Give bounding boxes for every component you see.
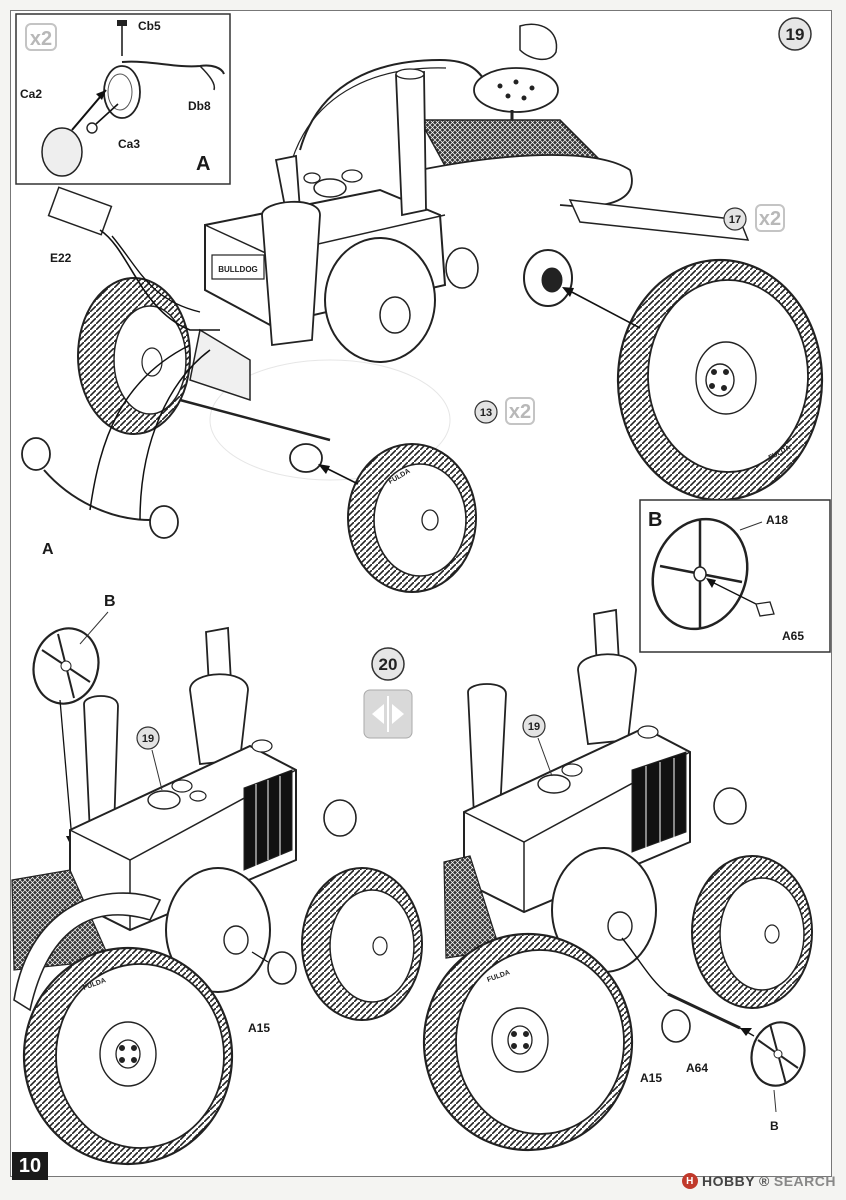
part-label-a15-left: A15 bbox=[248, 1021, 270, 1035]
assembly-label-a: A bbox=[42, 541, 54, 558]
part-label-a15-right: A15 bbox=[640, 1071, 662, 1085]
ref-19-left: 19 bbox=[136, 726, 163, 791]
svg-text:19: 19 bbox=[142, 733, 154, 745]
page-number: 10 bbox=[12, 1152, 48, 1180]
part-label-db8: Db8 bbox=[188, 99, 211, 113]
inset-a-label: A bbox=[196, 153, 210, 175]
part-label-a18: A18 bbox=[766, 513, 788, 527]
rotate-view-icon bbox=[363, 689, 413, 739]
inset-b-label: B bbox=[648, 509, 662, 531]
grille-nameplate: BULLDOG bbox=[218, 265, 258, 274]
inset-b: B A18 A65 bbox=[639, 499, 831, 653]
watermark-brand: HOBBY bbox=[701, 1173, 756, 1189]
part-label-a64: A64 bbox=[686, 1061, 708, 1075]
part-label-ca2: Ca2 bbox=[20, 87, 42, 101]
watermark: H HOBBY ® SEARCH bbox=[681, 1170, 836, 1192]
svg-text:17: 17 bbox=[729, 214, 741, 226]
part-label-ca3: Ca3 bbox=[118, 137, 140, 151]
ref-13: 13 x2 bbox=[474, 397, 535, 425]
left-label-b: B bbox=[104, 593, 116, 610]
tractor-step19: BULLDOG FULDA FUL bbox=[21, 23, 824, 593]
step-19-badge: 19 bbox=[778, 17, 812, 51]
watermark-suffix: SEARCH bbox=[773, 1173, 836, 1189]
front-wheel-x2-badge: x2 bbox=[509, 401, 531, 423]
ref-19-right: 19 bbox=[522, 714, 553, 777]
tractor-step20-right: FULDA bbox=[422, 608, 813, 1152]
inset-a-x2-badge: x2 bbox=[30, 28, 52, 50]
part-label-cb5: Cb5 bbox=[138, 19, 161, 33]
inset-a: x2 Cb5 Ca2 Ca3 Db8 A bbox=[15, 13, 231, 185]
hobby-logo-icon: H bbox=[681, 1173, 698, 1189]
svg-text:19: 19 bbox=[528, 721, 540, 733]
step-20-number: 20 bbox=[379, 655, 398, 674]
tractor-step20-left: FULDA bbox=[11, 611, 423, 1166]
ref-17: 17 x2 bbox=[723, 204, 785, 232]
rear-wheel-x2-badge: x2 bbox=[759, 208, 781, 230]
svg-text:13: 13 bbox=[480, 407, 492, 419]
step-19-number: 19 bbox=[786, 25, 805, 44]
right-label-b: B bbox=[770, 1119, 779, 1133]
part-label-e22: E22 bbox=[50, 251, 72, 265]
part-label-a65: A65 bbox=[782, 629, 804, 643]
watermark-registered: ® bbox=[759, 1173, 770, 1189]
step-20-badge: 20 bbox=[371, 647, 405, 681]
